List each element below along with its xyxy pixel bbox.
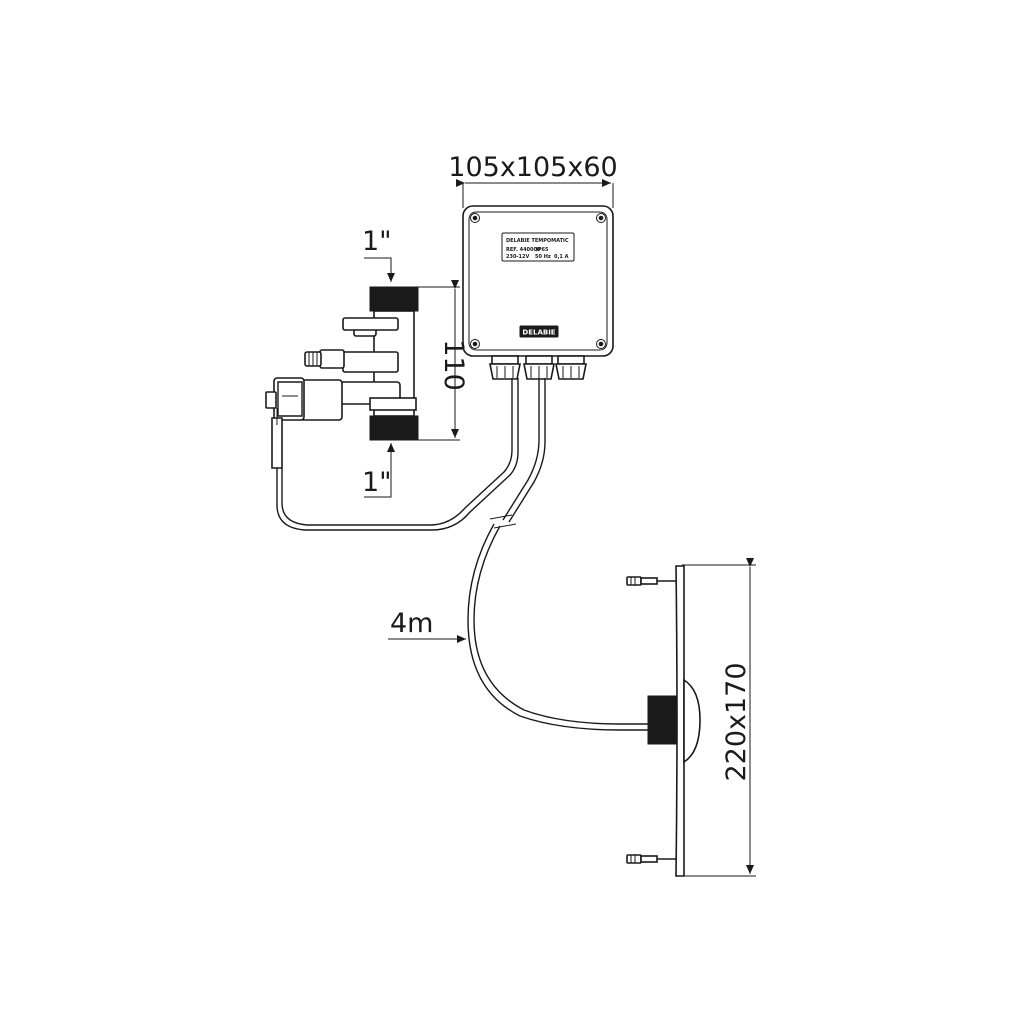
svg-text:50 Hz: 50 Hz — [535, 254, 551, 260]
solenoid-valve: 1" 1" 110 — [265, 226, 469, 498]
fixing-screw-bottom — [626, 854, 676, 864]
plate-size-label: 220x170 — [721, 662, 752, 781]
inlet-thread-label: 1" — [362, 226, 392, 257]
svg-text:0,1 A: 0,1 A — [554, 254, 569, 260]
outlet-thread-label: 1" — [362, 467, 392, 498]
sensor-plate: 220x170 — [626, 558, 756, 877]
fixing-screw-top — [626, 576, 676, 586]
valve-length-label: 110 — [438, 339, 469, 391]
screw-icon — [596, 339, 606, 349]
cable-gland-center — [523, 355, 555, 380]
box-size-label: 105x105x60 — [448, 152, 617, 183]
svg-text:REF. 440000: REF. 440000 — [506, 247, 541, 253]
screw-icon — [470, 339, 480, 349]
brand-logo: DELABIE — [519, 325, 559, 338]
control-box: 105x105x60 DELABIE TEMPOMATIC REF. 44000… — [448, 152, 618, 380]
cable-gland-right — [555, 355, 587, 380]
rating-label: DELABIE TEMPOMATIC REF. 440000 IP65 230-… — [501, 232, 575, 262]
svg-text:IP65: IP65 — [536, 247, 549, 253]
svg-text:230-12V: 230-12V — [506, 254, 529, 260]
cable-gland-left — [489, 355, 521, 380]
screw-icon — [470, 213, 480, 223]
cable-length-label: 4m — [390, 608, 433, 639]
cables: 4m — [276, 378, 648, 731]
svg-text:DELABIE: DELABIE — [522, 329, 555, 337]
screw-icon — [596, 213, 606, 223]
svg-text:DELABIE TEMPOMATIC: DELABIE TEMPOMATIC — [506, 238, 569, 244]
